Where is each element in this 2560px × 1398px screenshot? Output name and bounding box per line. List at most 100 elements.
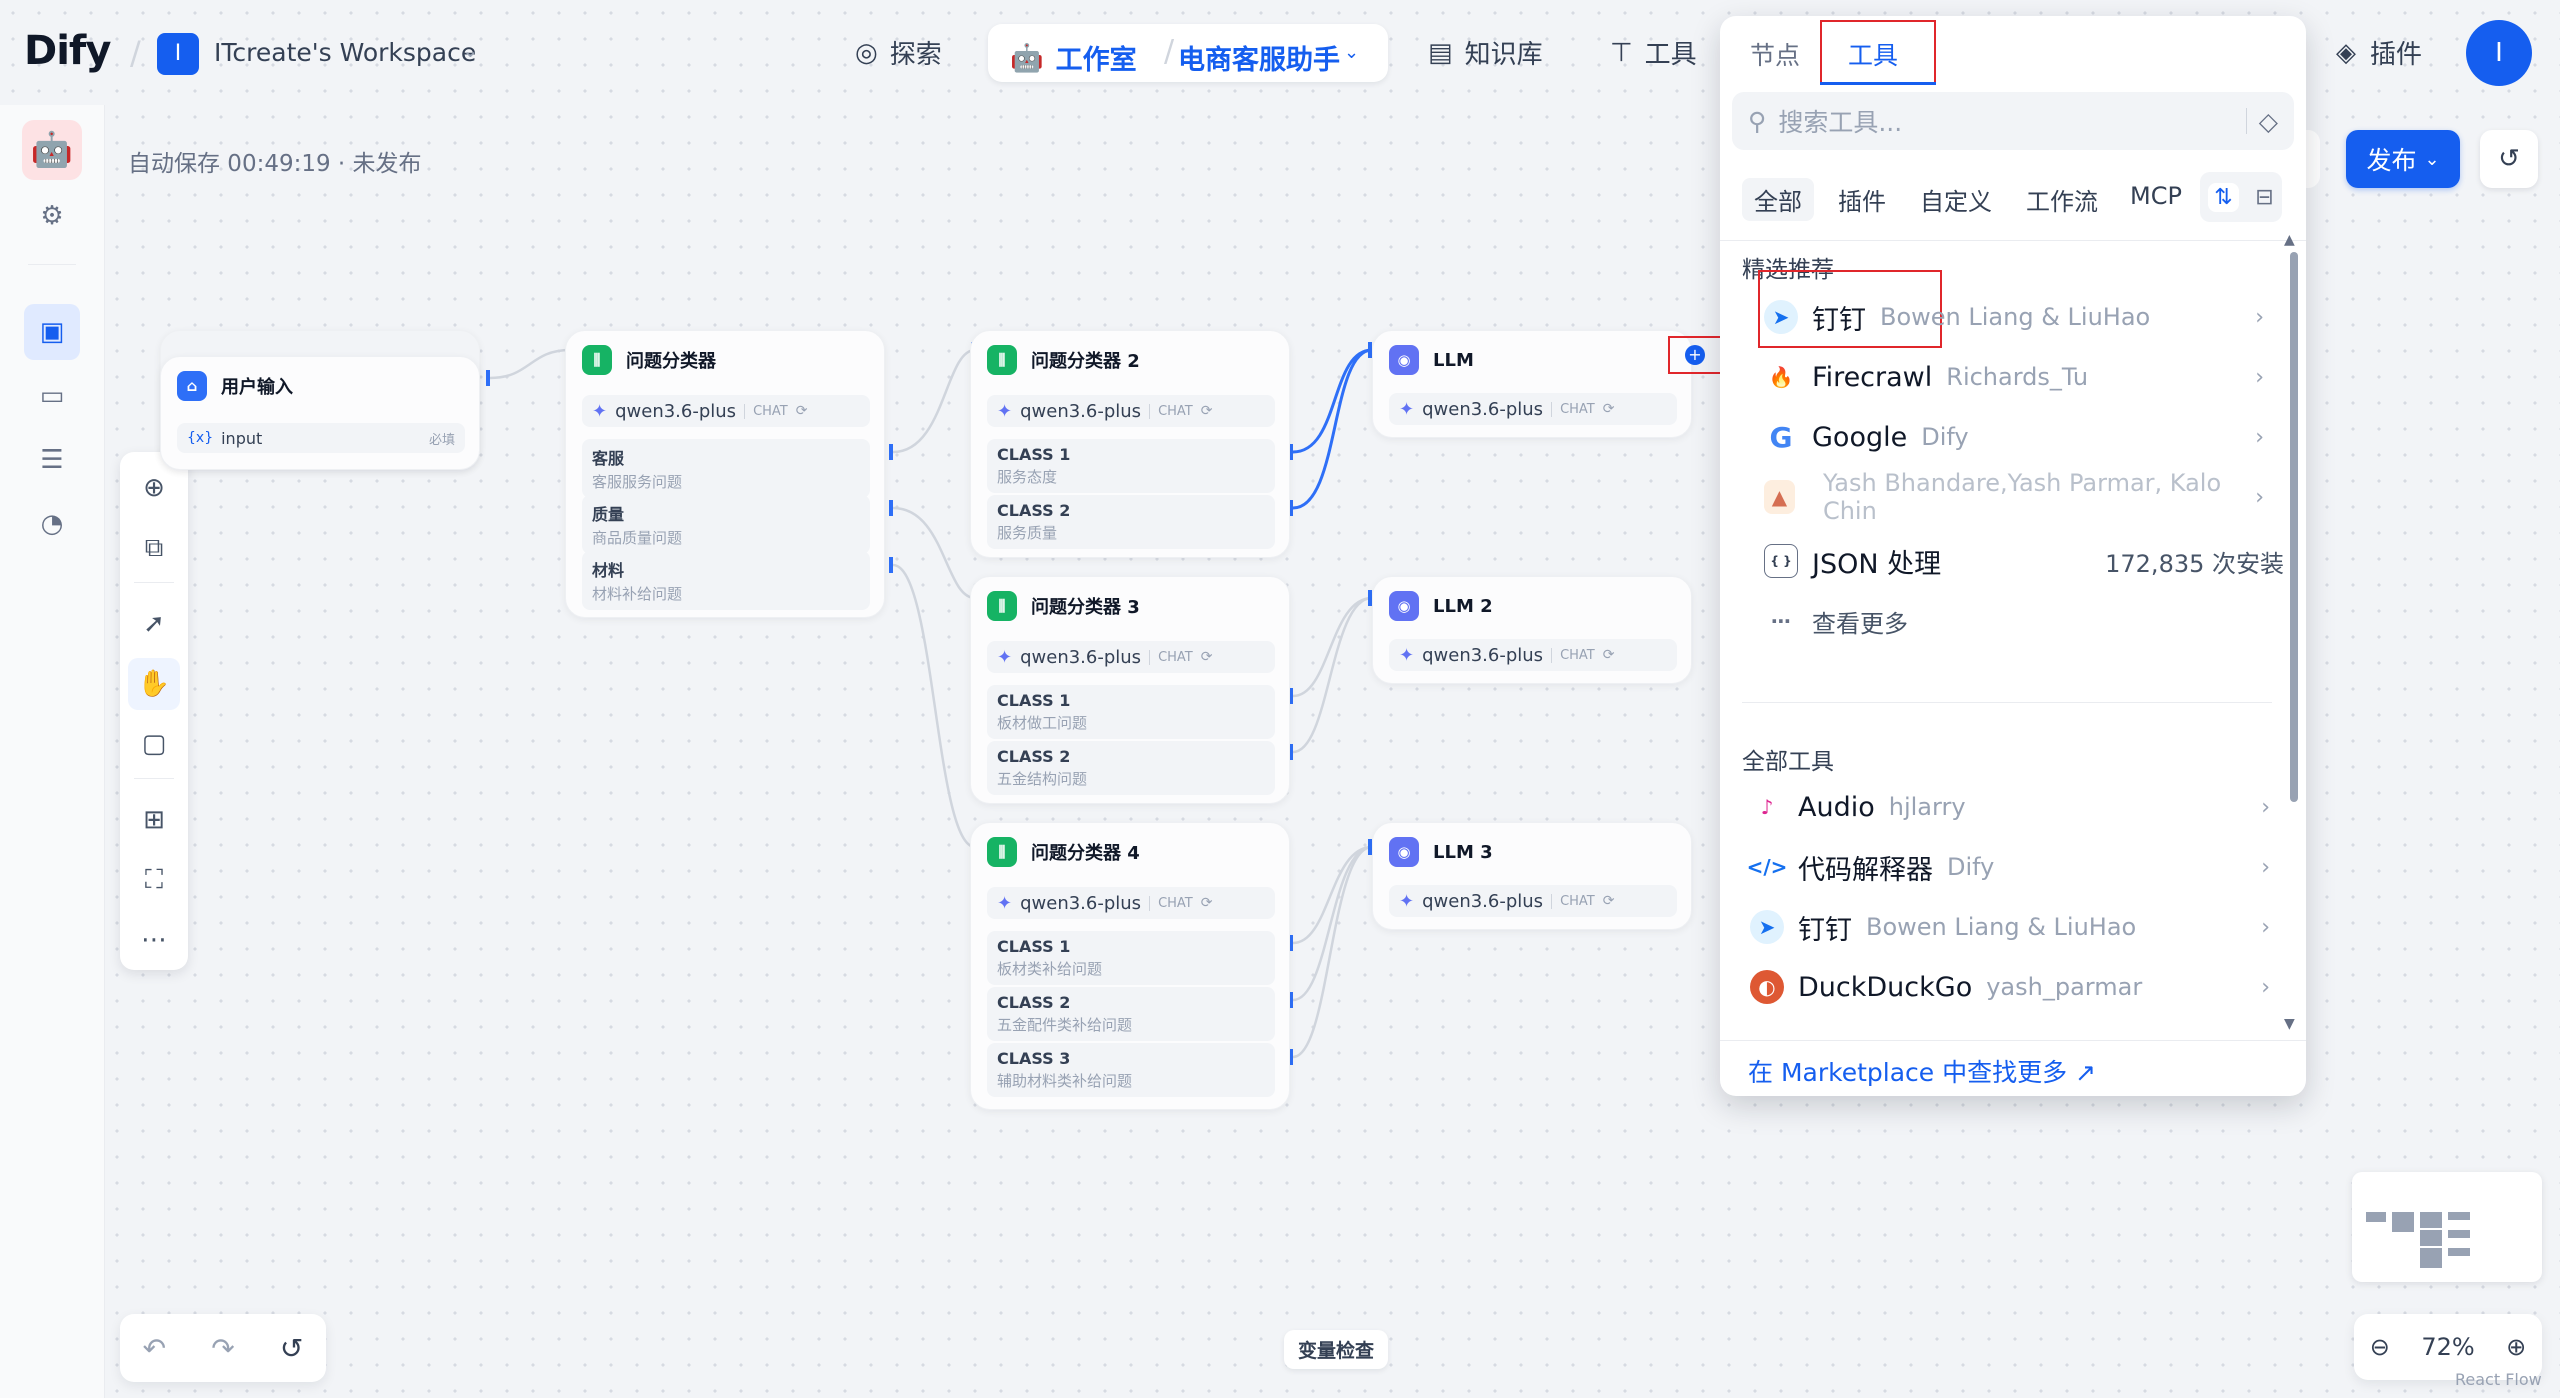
featured-tool-item[interactable]: { } JSON 处理 172,835 次安装 xyxy=(1764,538,2284,584)
featured-tool-item[interactable]: ▲ Yash Bhandare,Yash Parmar, Kalo Chin › xyxy=(1764,469,2284,525)
divider xyxy=(1720,240,2306,241)
edge xyxy=(489,348,571,380)
node-title: 问题分类器 2 xyxy=(1031,351,1140,372)
see-more-button[interactable]: ⋯ 查看更多 xyxy=(1764,598,2284,644)
tool-item[interactable]: ➤ 钉钉 Bowen Liang & LiuHao › xyxy=(1750,904,2290,950)
edge xyxy=(892,563,976,849)
llm-icon: ◉ xyxy=(1389,837,1419,867)
publish-button[interactable]: 发布 ⌄ xyxy=(2346,130,2460,188)
view-toggle[interactable]: ⇅ ⊟ xyxy=(2200,172,2282,222)
workspace-name[interactable]: ITcreate's Workspace xyxy=(214,38,477,67)
start-node[interactable]: ⌂ 用户输入 {x} input 必填 xyxy=(160,356,480,470)
scrollbar[interactable] xyxy=(2290,252,2298,802)
hand-icon[interactable]: ✋ xyxy=(128,658,180,710)
history-icon[interactable]: ↺ xyxy=(279,1331,304,1365)
qwen-icon: ✦ xyxy=(592,400,608,422)
nav-studio[interactable]: 🤖 工作室 / 电商客服助手 ⌄ xyxy=(988,24,1388,82)
avatar[interactable]: I xyxy=(2466,20,2532,86)
filter-custom[interactable]: 自定义 xyxy=(1920,188,1992,216)
nav-knowledge[interactable]: ▤ 知识库 xyxy=(1428,34,1543,71)
more-icon[interactable]: ⋯ xyxy=(141,925,167,955)
variable-inspect-button[interactable]: 变量检查 xyxy=(1284,1330,1389,1369)
scroll-up-icon[interactable]: ▲ xyxy=(2284,232,2295,248)
classifier-icon: ⫼ xyxy=(582,345,612,375)
zoom-level[interactable]: 72% xyxy=(2421,1333,2475,1361)
tag-icon[interactable]: ◇ xyxy=(2258,106,2278,136)
scroll-down-icon[interactable]: ▼ xyxy=(2284,1016,2295,1032)
chevron-down-icon[interactable]: ⌄ xyxy=(1344,42,1360,63)
pointer-icon[interactable]: ➚ xyxy=(143,609,165,639)
tool-item[interactable]: ◐ DuckDuckGo yash_parmar › xyxy=(1750,964,2290,1010)
tab-nodes[interactable]: 节点 xyxy=(1750,41,1801,70)
question-classifier-node-1[interactable]: ⫼问题分类器 ✦ qwen3.6-plus CHAT ⟳ 客服客服服务问题 质量… xyxy=(565,330,885,618)
model-selector[interactable]: ✦ qwen3.6-plus CHAT ⟳ xyxy=(987,641,1275,673)
filter-workflow[interactable]: 工作流 xyxy=(2026,188,2098,216)
search-placeholder: 搜索工具... xyxy=(1778,108,1903,137)
filter-mcp[interactable]: MCP xyxy=(2130,182,2182,210)
marketplace-link[interactable]: 在 Marketplace 中查找更多 ↗ xyxy=(1748,1058,2096,1087)
tool-search-input[interactable]: ⚲ 搜索工具... ◇ xyxy=(1732,92,2294,150)
tab-tools[interactable]: 工具 xyxy=(1848,41,1899,70)
chevron-down-icon[interactable]: ⌄ xyxy=(462,38,479,62)
filter-all[interactable]: 全部 xyxy=(1742,178,1814,221)
dify-logo[interactable]: Dify xyxy=(24,28,111,74)
workspace-badge[interactable]: I xyxy=(157,33,199,75)
llm-node-1[interactable]: ◉LLM ✦ qwen3.6-plus CHAT ⟳ xyxy=(1372,330,1692,438)
orchestrate-icon[interactable]: ▣ xyxy=(24,304,80,360)
refresh-icon: ⟳ xyxy=(1602,647,1615,663)
fit-view-icon[interactable]: ⛶ xyxy=(144,864,164,895)
featured-tool-item[interactable]: 🔥 Firecrawl Richards_Tu › xyxy=(1764,354,2284,400)
minimap[interactable] xyxy=(2352,1172,2542,1282)
model-selector[interactable]: ✦ qwen3.6-plus CHAT ⟳ xyxy=(1389,393,1677,425)
redo-icon[interactable]: ↷ xyxy=(211,1331,235,1365)
robot-icon: 🤖 xyxy=(1010,42,1044,74)
app-icon[interactable]: 🤖 xyxy=(22,120,82,180)
react-flow-attribution[interactable]: React Flow xyxy=(2455,1370,2542,1389)
zoom-controls: ⊖ 72% ⊕ xyxy=(2354,1314,2542,1380)
canvas-toolbar: ⊕ ⧉ ➚ ✋ ▢ ⊞ ⛶ ⋯ xyxy=(120,452,188,970)
llm-node-2[interactable]: ◉LLM 2 ✦ qwen3.6-plus CHAT ⟳ xyxy=(1372,576,1692,684)
filter-plugins[interactable]: 插件 xyxy=(1838,188,1886,216)
model-mode: CHAT xyxy=(1149,895,1193,911)
featured-tool-item[interactable]: ➤ 钉钉 Bowen Liang & LiuHao › xyxy=(1764,294,2284,340)
layout-icon[interactable]: ⊞ xyxy=(143,805,165,835)
nav-tools[interactable]: ⊤ 工具 xyxy=(1610,34,1697,71)
compass-icon: ◎ xyxy=(855,37,878,68)
llm-node-3[interactable]: ◉LLM 3 ✦ qwen3.6-plus CHAT ⟳ xyxy=(1372,822,1692,930)
zoom-in-icon[interactable]: ⊕ xyxy=(2506,1333,2527,1361)
history-icon[interactable]: ↺ xyxy=(2480,130,2538,188)
tool-item[interactable]: ♪ Audio hjlarry › xyxy=(1750,784,2290,830)
add-node-icon[interactable]: ⊕ xyxy=(143,473,165,503)
zoom-out-icon[interactable]: ⊖ xyxy=(2369,1333,2390,1361)
nav-explore[interactable]: ◎ 探索 xyxy=(855,34,942,71)
tree-view-icon[interactable]: ⊟ xyxy=(2255,184,2274,210)
terminal-icon[interactable]: ▭ xyxy=(39,381,65,411)
json-icon: { } xyxy=(1764,544,1798,578)
nav-studio-label: 工作室 xyxy=(1055,45,1137,76)
tool-item[interactable]: </> 代码解释器 Dify › xyxy=(1747,844,2290,890)
monitor-icon[interactable]: ◔ xyxy=(40,509,64,539)
app-name[interactable]: 电商客服助手 xyxy=(1178,45,1340,76)
all-tools-section-title: 全部工具 xyxy=(1742,749,1834,775)
featured-tool-item[interactable]: G Google Dify › xyxy=(1764,414,2284,460)
model-name: qwen3.6-plus xyxy=(1020,646,1142,668)
nav-plugins[interactable]: ◈ 插件 xyxy=(2336,34,2422,71)
model-selector[interactable]: ✦ qwen3.6-plus CHAT ⟳ xyxy=(987,887,1275,919)
chevron-right-icon: › xyxy=(2261,914,2270,940)
model-selector[interactable]: ✦ qwen3.6-plus CHAT ⟳ xyxy=(1389,639,1677,671)
settings-sliders-icon[interactable]: ⚙ xyxy=(40,201,64,231)
model-selector[interactable]: ✦ qwen3.6-plus CHAT ⟳ xyxy=(987,395,1275,427)
model-selector[interactable]: ✦ qwen3.6-plus CHAT ⟳ xyxy=(582,395,870,427)
add-next-node-button[interactable]: + xyxy=(1668,336,1722,374)
add-note-icon[interactable]: ⧉ xyxy=(144,532,164,563)
model-selector[interactable]: ✦ qwen3.6-plus CHAT ⟳ xyxy=(1389,885,1677,917)
undo-icon[interactable]: ↶ xyxy=(142,1331,167,1365)
sort-list-icon[interactable]: ⇅ xyxy=(2208,182,2239,212)
comment-icon[interactable]: ▢ xyxy=(141,729,167,759)
logs-icon[interactable]: ☰ xyxy=(40,445,64,475)
